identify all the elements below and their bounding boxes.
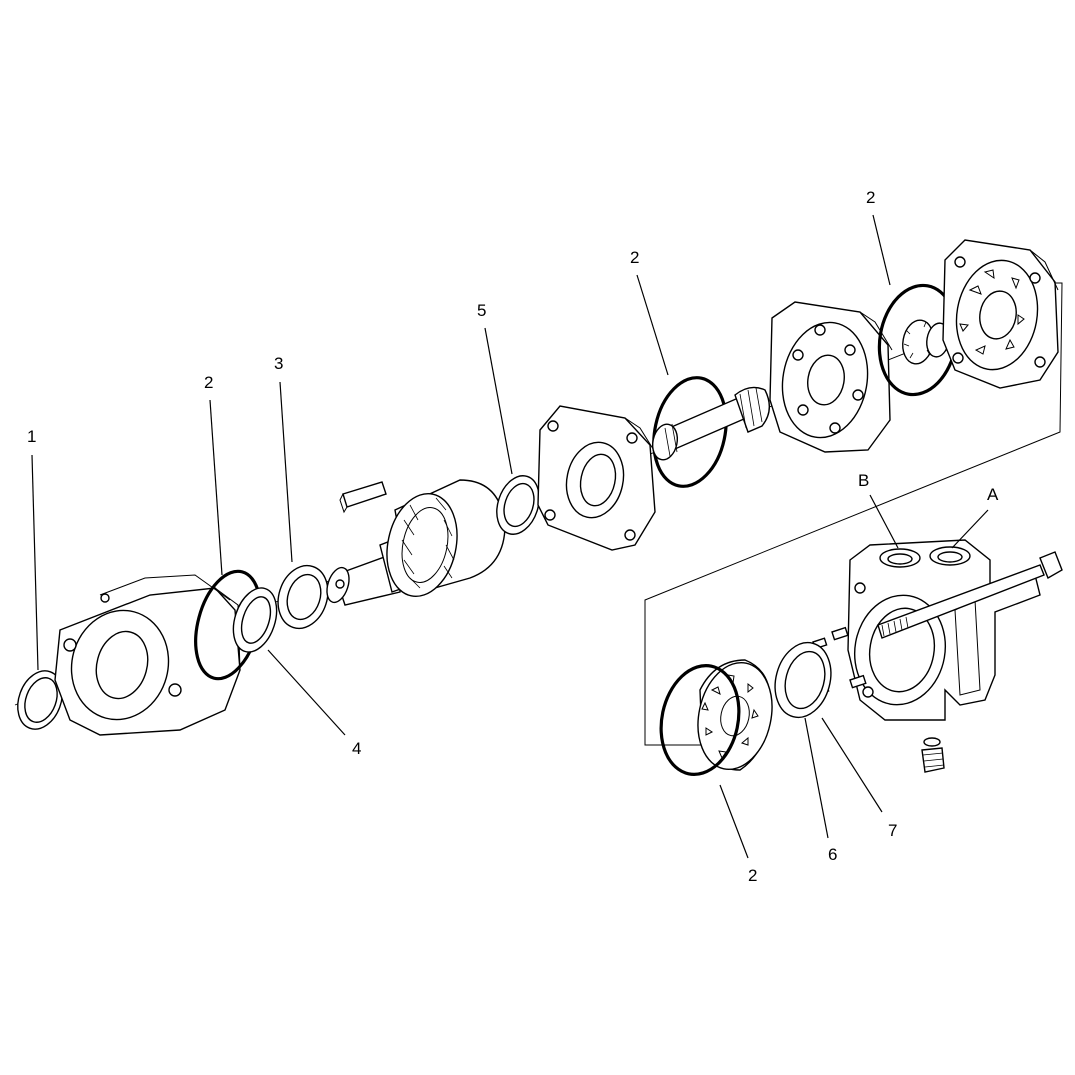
callout-2-lower-o-ring: 2 [748, 866, 757, 885]
callout-port-b: B [858, 471, 869, 490]
housing-bolt [877, 551, 1063, 639]
callout-2-front-o-ring: 2 [204, 373, 213, 392]
drive-spline [651, 386, 770, 461]
washer-part-3 [277, 564, 329, 630]
o-ring-part-2-lower [659, 664, 741, 776]
callout-labels: 1 2 3 4 5 2 2 B A 2 6 7 [27, 188, 999, 885]
seal-ring-part-1 [17, 670, 63, 730]
o-ring-part-2-drive [652, 376, 728, 488]
callout-7: 7 [888, 821, 897, 840]
callout-2-drive-o-ring: 2 [630, 248, 639, 267]
output-shaft-with-bearing [326, 479, 506, 606]
seal-part-5 [496, 475, 540, 535]
bearing-plate [537, 405, 656, 551]
lower-assembly-outline [644, 282, 1063, 746]
callout-6: 6 [828, 845, 837, 864]
manifold-plate [769, 301, 893, 453]
callout-4: 4 [352, 739, 361, 758]
seal-part-6-and-ring-part-7 [774, 641, 832, 719]
callout-5: 5 [477, 301, 486, 320]
shaft-key [339, 481, 387, 514]
gerotor-set [697, 659, 773, 771]
callout-3: 3 [274, 354, 283, 373]
port-housing [847, 539, 1041, 721]
callout-1: 1 [27, 427, 36, 446]
callout-2-end-o-ring: 2 [866, 188, 875, 207]
front-housing [54, 574, 241, 736]
shaft-seal-part-4 [232, 587, 278, 653]
end-cap-plate [942, 239, 1059, 389]
leader-lines [31, 214, 989, 859]
plug-fitting [921, 737, 945, 773]
callout-port-a: A [987, 485, 999, 504]
